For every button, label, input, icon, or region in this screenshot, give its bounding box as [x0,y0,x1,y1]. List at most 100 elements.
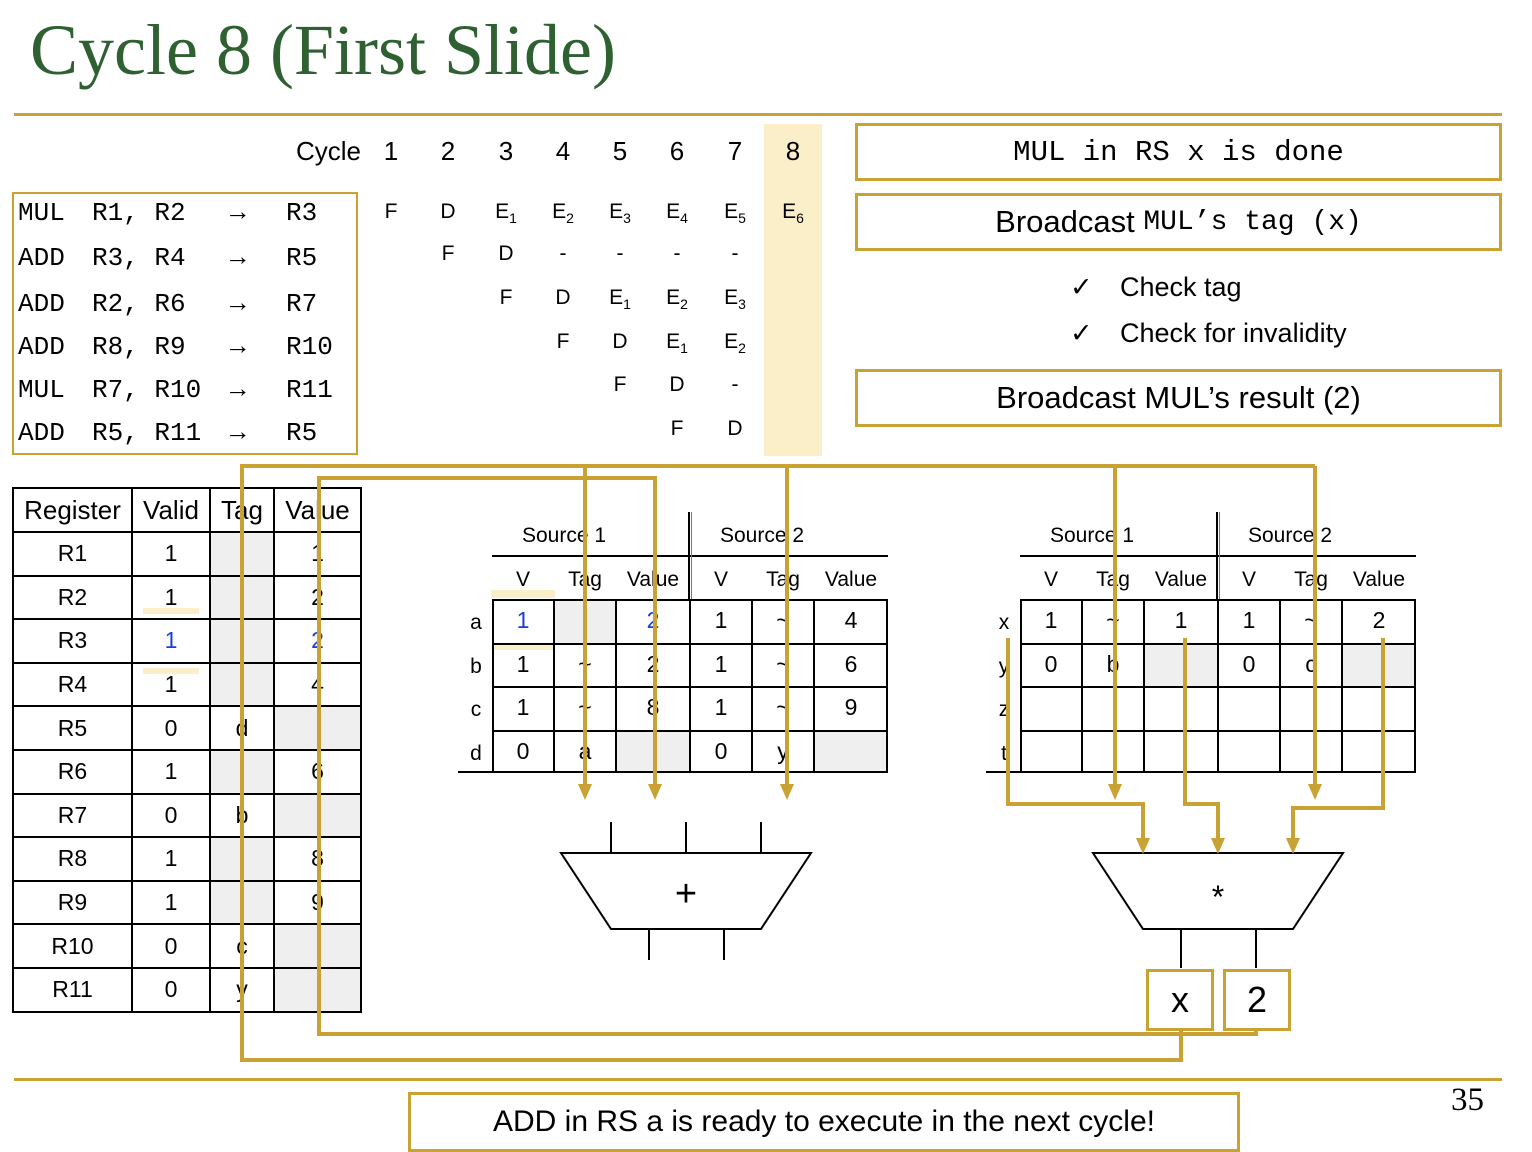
register-name: R6 [12,748,133,795]
instruction-op: ADD [18,289,65,319]
rs-cell: 4 [844,607,858,633]
rs-cell: 1 [714,694,728,720]
rs-col-line [1143,599,1145,773]
register-valid: 1 [131,879,211,926]
adder-shape [559,852,813,930]
rs-col-header: V [713,568,728,591]
cycle-number: 4 [555,136,571,166]
rs-label-rule [458,771,492,773]
rs-entry-label: d [470,741,482,765]
instruction-srcs: R5, R11 [92,418,202,448]
wire-arrowheads [578,784,1322,854]
register-name: R7 [12,792,133,839]
rs-col-header: V [515,568,530,591]
check-item-tag: ✓Check tag [1070,272,1242,303]
instruction-op: MUL [18,198,65,228]
instruction-op: MUL [18,375,65,405]
rs-a-highlight-top [491,590,555,598]
rs-cell: 0 [714,737,728,764]
timeline-cell: D [727,417,743,440]
rs-cell: y [777,737,789,764]
rs-cell: 0 [1044,650,1058,677]
rs-entry-label: a [470,611,482,634]
register-valid: 1 [131,836,211,882]
rs-col-line [751,599,753,773]
register-valid: 1 [131,618,211,664]
multiplier-symbol: * [1212,879,1224,915]
footer-rule [14,1078,1502,1081]
timeline-cell: E5 [724,200,746,227]
register-valid: 0 [131,705,211,751]
instruction-dst: R7 [286,289,318,319]
register-name: R11 [12,966,133,1013]
register-valid: 0 [131,923,211,969]
rs-header-divider [1216,512,1218,599]
arrow-icon: → [230,332,246,362]
instruction-srcs: R8, R9 [92,332,186,362]
adder-symbol: + [675,873,697,915]
instruction-dst: R10 [286,332,333,362]
cycle-number: 2 [440,136,456,166]
timeline-cell: D [555,286,571,309]
timeline-cell: E3 [609,200,631,227]
timeline-cell: - [673,242,681,265]
register-name: R2 [12,574,133,621]
r3-highlight-top [143,608,199,614]
arrow-icon: → [230,418,246,448]
instruction-srcs: R3, R4 [92,243,186,273]
multiplier-unit: * [1091,852,1345,968]
multiplier-shape [1091,852,1345,930]
rs-cell: 1 [714,650,728,677]
cycle-number: 5 [612,136,628,166]
col-register: Register [12,487,133,533]
slide-title: Cycle 8 (First Slide) [30,10,616,90]
instruction-dst: R5 [286,243,318,273]
rs-col-line [615,599,617,773]
rs-header-divider2 [1219,512,1220,599]
timeline-cell: E3 [724,286,746,313]
timeline-cell: E2 [724,330,746,357]
timeline-cell: E4 [666,200,688,227]
rs-cell: 1 [1044,607,1058,633]
cycle-number: 7 [727,136,743,166]
check-invalidity-text: Check for invalidity [1120,318,1347,348]
adder-unit: + [559,822,813,960]
rs-col-header: Tag [766,568,800,591]
rs-cell: 9 [844,694,858,720]
note-broadcast-tag-a: Broadcast [995,204,1144,239]
timeline-cell: - [731,373,739,396]
register-valid: 1 [131,748,211,795]
cycle-number: 1 [383,136,399,166]
timeline-cell: F [441,242,455,265]
register-name: R3 [12,618,133,664]
timeline-cell: D [440,200,456,223]
arrow-icon: → [230,289,246,319]
timeline-cell: F [384,200,398,223]
rs-col-header: V [1241,568,1256,591]
rs-cell: 1 [1174,607,1188,633]
rs-col-header: Tag [1096,568,1130,591]
rs-cell: 1 [516,694,530,720]
instruction-dst: R11 [286,375,333,405]
rs-cell [814,729,888,773]
rs-cell: 6 [844,650,858,677]
rs-entry-label: b [470,654,482,678]
rs-entry-label: y [998,654,1010,678]
timeline-cell: E1 [609,286,631,313]
rs-source2-label: Source 2 [1248,524,1333,547]
instruction-op: ADD [18,418,65,448]
rs-a-highlight-bottom [491,643,555,650]
cycle-number: 8 [785,136,801,166]
register-name: R1 [12,531,133,577]
check-tag-text: Check tag [1120,272,1242,302]
rs-cell [1342,642,1416,686]
register-name: R9 [12,879,133,926]
mul-output-tag: x [1146,969,1214,1031]
cycle-number: 6 [669,136,685,166]
note-broadcast-tag-b: MUL’s tag (x) [1143,206,1362,238]
instruction-op: ADD [18,332,65,362]
timeline-cell: F [556,330,570,353]
rs-cell: 1 [1242,607,1256,633]
rs-col-header: Tag [1294,568,1328,591]
